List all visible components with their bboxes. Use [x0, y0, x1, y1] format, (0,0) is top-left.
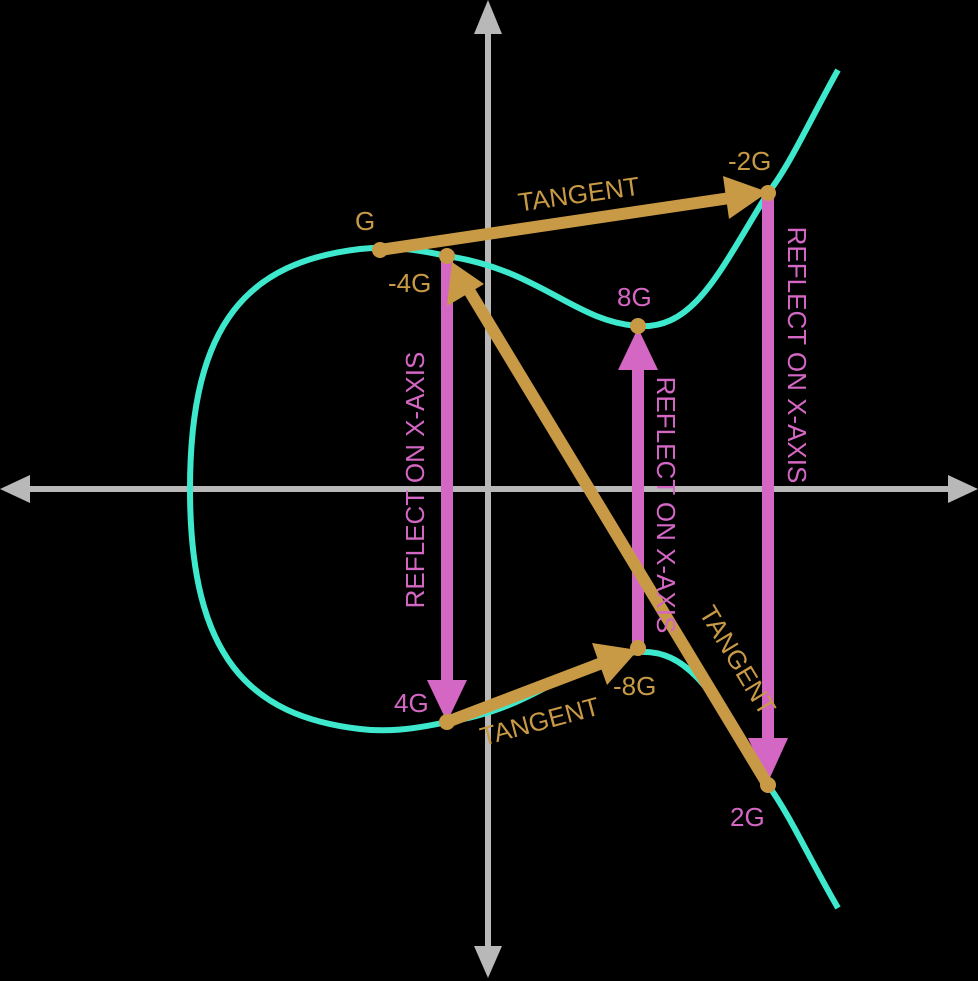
point-2g	[760, 777, 776, 793]
tangent-bottom-shaft	[444, 657, 605, 728]
elliptic-curve	[186, 68, 841, 910]
reflect-left-arrowhead-icon	[427, 680, 467, 722]
label-neg-2g: -2G	[728, 146, 771, 176]
label-8g: 8G	[617, 282, 652, 312]
label-g: G	[355, 206, 375, 236]
point-neg-8g	[630, 640, 646, 656]
x-axis-right-arrow-icon	[948, 475, 978, 503]
point-8g	[630, 318, 646, 334]
x-axis-left-arrow-icon	[0, 475, 30, 503]
point-g	[372, 242, 388, 258]
label-neg-8g: -8G	[613, 671, 656, 701]
tangent-bottom-arrowhead-icon	[592, 643, 638, 685]
y-axis-down-arrow-icon	[474, 946, 502, 978]
reflect-right-arrowhead-icon	[748, 738, 788, 782]
reflect-middle-shaft	[632, 368, 644, 652]
point-neg-2g	[760, 185, 776, 201]
reflect-middle-label: REFLECT ON X-AXIS	[651, 377, 681, 634]
tangent-top-arrowhead-icon	[723, 176, 768, 219]
reflect-right-label: REFLECT ON X-AXIS	[782, 227, 812, 484]
tangent-arrows	[379, 176, 774, 789]
label-neg-4g: -4G	[388, 268, 431, 298]
reflect-left-shaft	[441, 256, 453, 686]
reflect-middle-arrowhead-icon	[618, 328, 658, 370]
tangent-diagonal-shaft	[464, 288, 774, 789]
reflect-arrows	[427, 193, 788, 782]
y-axis-up-arrow-icon	[474, 0, 502, 34]
curve-points	[372, 185, 776, 793]
tangent-top-shaft	[379, 192, 731, 256]
label-4g: 4G	[394, 688, 429, 718]
tangent-diagonal-arrowhead-icon	[447, 262, 484, 306]
point-4g	[439, 714, 455, 730]
point-labels: G -4G -2G 8G 4G -8G 2G	[355, 146, 771, 832]
reflect-left-label: REFLECT ON X-AXIS	[400, 352, 430, 609]
reflect-right-shaft	[762, 193, 774, 743]
label-2g: 2G	[730, 802, 765, 832]
point-neg-4g	[439, 248, 455, 264]
